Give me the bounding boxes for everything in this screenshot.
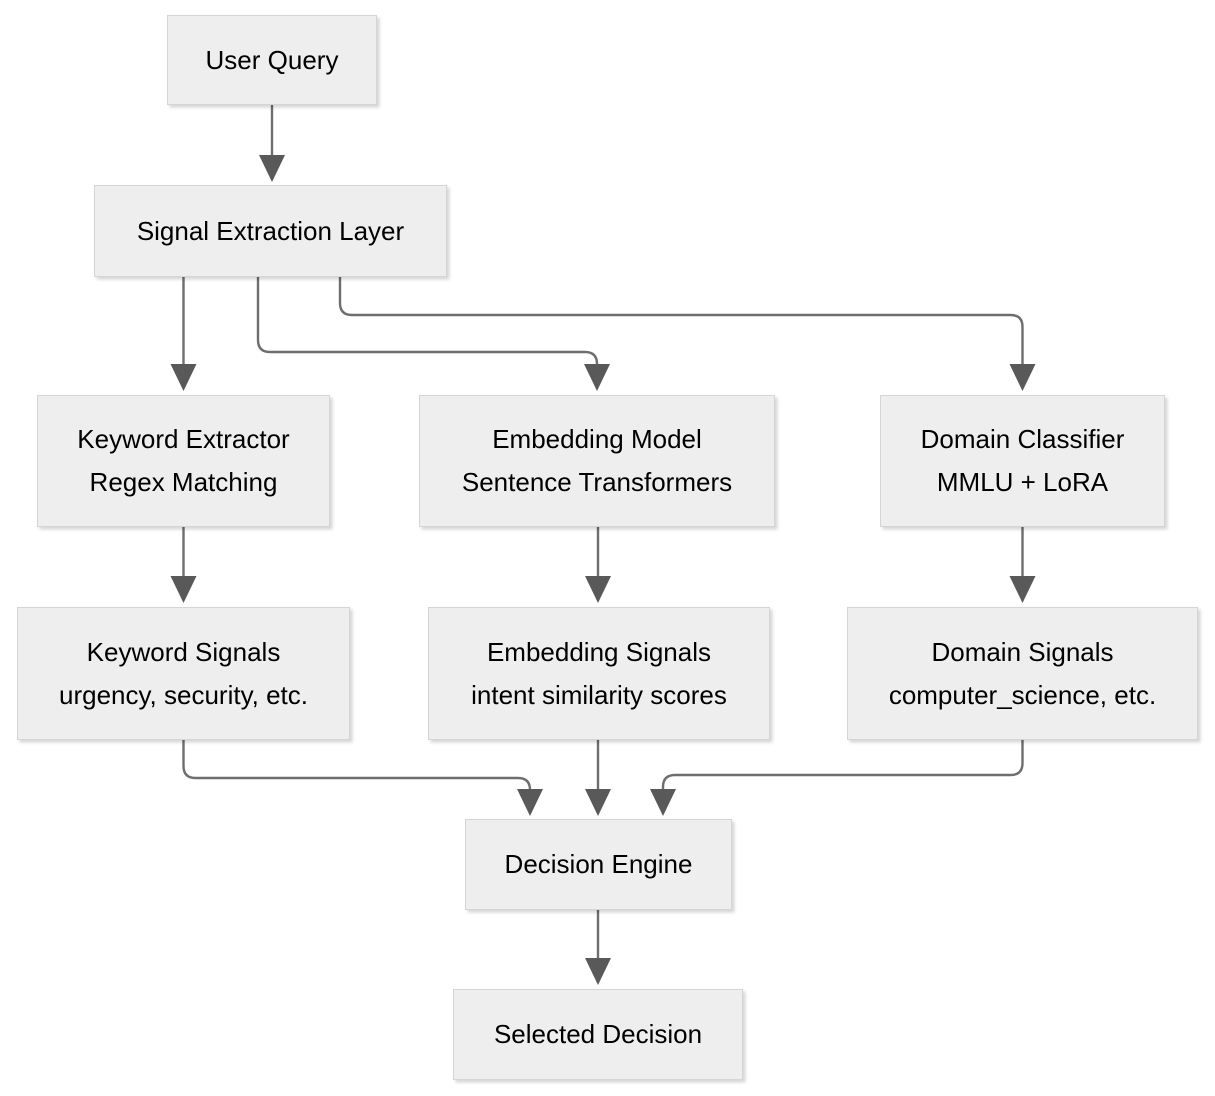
edge-signal-extraction-to-domain-classifier (338, 277, 1036, 391)
node-embedding-model: Embedding Model Sentence Transformers (419, 395, 775, 527)
node-domain-classifier: Domain Classifier MMLU + LoRA (880, 395, 1165, 527)
arrowhead (585, 958, 611, 985)
node-embedding-signals: Embedding Signals intent similarity scor… (428, 607, 770, 740)
node-embedding-signals-title: Embedding Signals (486, 636, 712, 667)
node-domain-signals: Domain Signals computer_science, etc. (847, 607, 1198, 740)
edge-line (338, 277, 1024, 365)
edge-line (661, 740, 1024, 790)
arrowhead (517, 789, 543, 816)
node-keyword-signals: Keyword Signals urgency, security, etc. (17, 607, 350, 740)
edge-signal-extraction-to-embedding-model (256, 277, 610, 391)
arrowhead (259, 155, 285, 182)
arrowhead (1009, 576, 1036, 603)
node-selected-decision-label: Selected Decision (493, 1019, 703, 1049)
edge-embedding-signals-to-decision-engine (585, 740, 611, 816)
edge-keyword-extractor-to-keyword-signals (170, 527, 197, 603)
node-domain-signals-subtitle: computer_science, etc. (888, 679, 1157, 710)
arrowhead (170, 364, 197, 391)
edge-user-query-to-signal-extraction (259, 105, 285, 182)
arrowhead (585, 576, 611, 603)
node-keyword-signals-title: Keyword Signals (86, 636, 281, 667)
node-domain-signals-title: Domain Signals (931, 636, 1114, 667)
node-selected-decision: Selected Decision (453, 989, 743, 1080)
edge-line (256, 277, 599, 365)
edge-signal-extraction-to-keyword-extractor (170, 277, 197, 391)
node-embedding-model-subtitle: Sentence Transformers (461, 467, 733, 497)
node-embedding-signals-subtitle: intent similarity scores (471, 679, 727, 710)
node-decision-engine: Decision Engine (465, 819, 732, 910)
edge-domain-classifier-to-domain-signals (1009, 527, 1036, 603)
node-user-query-label: User Query (205, 44, 339, 75)
node-keyword-extractor: Keyword Extractor Regex Matching (37, 395, 330, 527)
arrowhead (585, 789, 611, 816)
node-domain-classifier-title: Domain Classifier (920, 424, 1125, 454)
node-embedding-model-title: Embedding Model (492, 424, 702, 454)
edge-line (182, 740, 532, 791)
arrowhead (170, 576, 197, 603)
arrowhead (584, 364, 610, 391)
node-keyword-extractor-title: Keyword Extractor (77, 424, 290, 454)
node-keyword-signals-subtitle: urgency, security, etc. (58, 679, 309, 710)
arrowhead (650, 789, 676, 816)
node-domain-classifier-subtitle: MMLU + LoRA (936, 467, 1109, 497)
arrowhead (1009, 364, 1036, 391)
edge-keyword-signals-to-decision-engine (182, 740, 543, 816)
edge-domain-signals-to-decision-engine (650, 740, 1024, 816)
edge-decision-engine-to-selected-decision (585, 910, 611, 985)
node-signal-extraction-layer-label: Signal Extraction Layer (136, 215, 405, 246)
edge-embedding-model-to-embedding-signals (585, 527, 611, 603)
node-decision-engine-label: Decision Engine (504, 849, 693, 879)
node-user-query: User Query (167, 15, 377, 105)
node-signal-extraction-layer: Signal Extraction Layer (94, 185, 447, 277)
node-keyword-extractor-subtitle: Regex Matching (89, 467, 278, 497)
